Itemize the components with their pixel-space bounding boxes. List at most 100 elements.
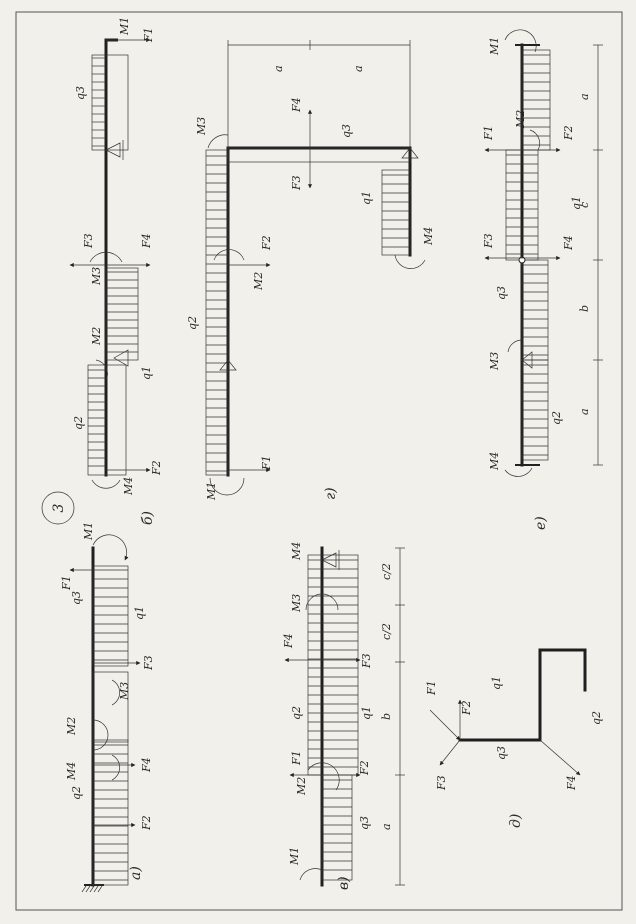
svg-text:q2: q2 (186, 316, 199, 330)
svg-text:q2: q2 (590, 711, 603, 725)
svg-text:F1: F1 (425, 680, 438, 696)
svg-text:q3: q3 (340, 124, 353, 138)
svg-text:M1: M1 (205, 482, 218, 501)
panel-e: q1 q2 q3 F1 F2 F3 F4 M1 M2 M3 M4 a c b a… (482, 29, 603, 530)
svg-text:F3: F3 (290, 175, 303, 191)
svg-text:a: a (578, 408, 591, 415)
load-q1-g (381, 169, 411, 256)
svg-text:M1: M1 (288, 847, 301, 866)
svg-text:M3: M3 (290, 594, 303, 613)
svg-text:M4: M4 (488, 452, 501, 471)
svg-text:a: a (578, 93, 591, 100)
caption-d: д) (508, 814, 524, 828)
svg-text:q2: q2 (290, 706, 303, 720)
svg-text:M4: M4 (65, 762, 78, 781)
load-q-a-mid (92, 671, 129, 743)
caption-b: б) (140, 511, 156, 525)
svg-text:M2: M2 (252, 272, 265, 291)
svg-text:a: a (352, 65, 365, 72)
svg-text:M3: M3 (488, 352, 501, 371)
svg-text:M2: M2 (295, 777, 308, 796)
panel-b: q3 q1 q2 F1 M1 F3 F4 F2 M3 M2 M4 б) (69, 17, 163, 525)
svg-text:M4: M4 (422, 227, 435, 246)
hatch (93, 885, 99, 893)
svg-text:q1: q1 (360, 191, 373, 205)
svg-text:M1: M1 (82, 522, 95, 541)
svg-text:a: a (272, 65, 285, 72)
svg-text:F4: F4 (565, 775, 578, 791)
panel-d: F1 F2 F3 F4 q1 q2 q3 д) (425, 648, 603, 828)
svg-text:q2: q2 (72, 416, 85, 430)
svg-text:c/2: c/2 (380, 623, 393, 640)
figure-number-badge: 3 (41, 491, 75, 525)
svg-text:M3: M3 (195, 117, 208, 136)
svg-text:F2: F2 (460, 700, 473, 716)
svg-text:F2: F2 (562, 125, 575, 141)
svg-text:F3: F3 (482, 233, 495, 249)
label-q2-a: q2 (70, 786, 83, 800)
svg-text:F2: F2 (150, 460, 163, 476)
svg-text:q3: q3 (495, 746, 508, 760)
label-q1-a: q1 (133, 606, 146, 620)
svg-text:M1: M1 (118, 17, 131, 36)
load-q3-b (91, 54, 129, 151)
svg-text:M4: M4 (290, 542, 303, 561)
panel-g: q2 q3 q1 F4 F3 F2 F1 M3 M2 M4 M1 a a г) (186, 40, 435, 501)
svg-text:c: c (578, 202, 591, 208)
load-q3-a (92, 565, 129, 667)
caption-e: е) (533, 516, 549, 530)
svg-text:b: b (380, 713, 393, 720)
panel-v: q2 q1 q3 F1 F2 F4 F3 M1 M2 M3 M4 c/2 c/2… (282, 542, 405, 890)
svg-text:q1: q1 (570, 196, 583, 210)
svg-text:F2: F2 (140, 815, 153, 831)
svg-text:M2: M2 (90, 327, 103, 346)
svg-text:a: a (380, 823, 393, 830)
svg-text:M3: M3 (118, 682, 131, 701)
svg-text:F4: F4 (290, 97, 303, 113)
hatch (85, 885, 91, 893)
svg-text:F4: F4 (140, 233, 153, 249)
svg-text:F4: F4 (282, 633, 295, 649)
svg-text:F2: F2 (358, 760, 371, 776)
caption-a: а) (128, 866, 144, 880)
svg-text:F3: F3 (435, 775, 448, 791)
hatch (89, 885, 95, 893)
svg-text:M2: M2 (514, 110, 527, 129)
svg-text:F3: F3 (360, 653, 373, 669)
svg-text:q1: q1 (490, 676, 503, 690)
caption-g: г) (323, 487, 339, 500)
svg-text:M1: M1 (488, 37, 501, 56)
svg-text:F4: F4 (562, 235, 575, 251)
load-q3-g (227, 147, 411, 163)
svg-text:q1: q1 (140, 366, 153, 380)
svg-text:q3: q3 (74, 86, 87, 100)
svg-text:F1: F1 (142, 27, 155, 43)
panel-a: q2 q3 q1 F2 F4 F3 F1 M1 M2 M4 M3 а) (60, 522, 155, 893)
label-q3-a: q3 (70, 591, 83, 605)
svg-text:F3: F3 (142, 655, 155, 671)
caption-v: в) (336, 876, 352, 890)
svg-text:F2: F2 (260, 235, 273, 251)
svg-text:q2: q2 (550, 411, 563, 425)
hatch (97, 885, 103, 893)
svg-text:F1: F1 (60, 575, 73, 591)
svg-text:F1: F1 (482, 125, 495, 141)
svg-text:F4: F4 (140, 757, 153, 773)
svg-text:q3: q3 (358, 816, 371, 830)
load-q2-a (92, 739, 129, 886)
svg-text:F1: F1 (290, 750, 303, 766)
svg-text:b: b (578, 305, 591, 312)
svg-text:q3: q3 (495, 286, 508, 300)
load-q3-v (321, 774, 353, 881)
load-q1-b (105, 267, 139, 361)
load-q2-b (87, 364, 127, 476)
svg-text:F1: F1 (260, 455, 273, 471)
svg-text:c/2: c/2 (380, 563, 393, 580)
load-q2-g (205, 149, 229, 476)
svg-text:q1: q1 (360, 706, 373, 720)
svg-text:F3: F3 (82, 233, 95, 249)
svg-text:M4: M4 (122, 477, 135, 496)
page-frame (15, 11, 623, 911)
